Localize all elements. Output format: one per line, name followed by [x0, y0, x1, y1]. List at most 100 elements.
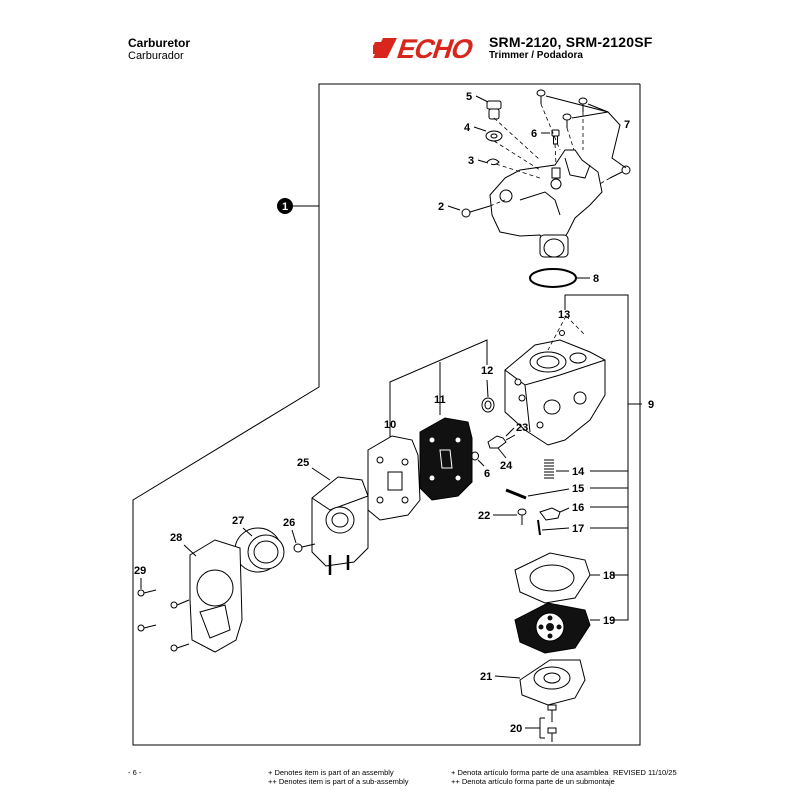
callout-21[interactable]: 21	[480, 671, 521, 683]
svg-text:3: 3	[468, 155, 474, 167]
guide-lines-top	[489, 103, 611, 207]
callout-8[interactable]: 8	[576, 273, 599, 285]
part-6-screw	[551, 129, 560, 145]
footer-page-number: - 6 -	[128, 768, 142, 777]
svg-text:18: 18	[603, 570, 615, 582]
bracket-10-12	[389, 339, 488, 450]
callout-18[interactable]: 18	[590, 570, 615, 582]
part-16-lever	[539, 507, 561, 521]
svg-text:27: 27	[232, 515, 244, 527]
svg-text:17: 17	[572, 523, 584, 535]
page-title: Carburetor	[128, 36, 191, 50]
footer-note-assembly-en: + Denotes item is part of an assembly	[268, 768, 394, 777]
callout-11[interactable]: 11	[434, 394, 446, 406]
part-12-plug	[481, 397, 495, 413]
svg-text:25: 25	[297, 457, 309, 469]
part-19-diaphragm-plate	[535, 612, 565, 642]
svg-text:21: 21	[480, 671, 492, 683]
svg-text:29: 29	[134, 565, 146, 577]
bracket-14-17	[590, 470, 628, 576]
part-29-screws	[137, 589, 190, 652]
part-8-o-ring	[529, 268, 577, 288]
part-18-gasket-hole	[529, 564, 575, 592]
part-6-screw-small	[471, 451, 479, 461]
callout-24[interactable]: 24	[497, 447, 513, 472]
callout-25[interactable]: 25	[297, 457, 331, 481]
svg-text:10: 10	[384, 419, 396, 431]
callout-labels: 2 3 4 5 6 7 8 9 10 11 12 13 14 15 16 17 …	[134, 91, 654, 738]
model-name: SRM-2120, SRM-2120SF	[489, 34, 653, 50]
footer-notes-es: + Denota artículo forma parte de una asa…	[451, 768, 615, 786]
svg-text:5: 5	[466, 91, 472, 103]
callout-7[interactable]: 7	[545, 95, 630, 169]
part-26-fitting	[293, 543, 316, 553]
callout-5[interactable]: 5	[466, 91, 489, 103]
model-subtitle: Trimmer / Podadora	[489, 50, 583, 61]
svg-text:2: 2	[438, 201, 444, 213]
callout-6-lower[interactable]: 6	[477, 459, 490, 480]
callout-27[interactable]: 27	[232, 515, 253, 537]
part-18-gasket	[514, 552, 591, 604]
carburetor-main-body	[504, 339, 606, 446]
carburetor-top-body	[489, 149, 603, 258]
part-10-gasket-holes	[376, 456, 409, 504]
callout-13[interactable]: 13	[558, 309, 570, 321]
callout-20[interactable]: 20	[510, 718, 541, 738]
callout-10[interactable]: 10	[384, 419, 396, 431]
svg-text:9: 9	[648, 399, 654, 411]
callout-6-top[interactable]: 6	[531, 128, 550, 140]
part-7-screws	[536, 89, 631, 179]
callout-23[interactable]: 23	[505, 422, 528, 437]
callout-3[interactable]: 3	[468, 155, 489, 167]
callout-29[interactable]: 29	[134, 565, 146, 589]
footer-note-subassembly-es: ++ Denota artículo forma parte de un sub…	[451, 777, 615, 786]
svg-text:23: 23	[516, 422, 528, 434]
callout-4[interactable]: 4	[464, 122, 487, 134]
callout-9[interactable]: 9	[648, 399, 654, 411]
callout-22[interactable]: 22	[478, 510, 517, 522]
callout-2[interactable]: 2	[438, 201, 461, 213]
part-2-screw	[461, 205, 491, 218]
svg-text:28: 28	[170, 532, 182, 544]
callout-12[interactable]: 12	[481, 365, 493, 398]
footer-note-assembly-es: + Denota artículo forma parte de una asa…	[451, 768, 609, 777]
part-4-washer-hole	[490, 133, 498, 139]
callout-1[interactable]: 1	[277, 198, 319, 214]
callout-16[interactable]: 16	[559, 502, 584, 514]
svg-text:24: 24	[500, 460, 513, 472]
part-20-screws	[540, 704, 557, 742]
svg-text:22: 22	[478, 510, 490, 522]
part-28-primer-plate	[189, 539, 243, 653]
callout-26[interactable]: 26	[283, 517, 297, 544]
part-13-plugs	[547, 315, 586, 351]
callout-28[interactable]: 28	[170, 532, 197, 557]
svg-text:14: 14	[572, 466, 585, 478]
part-25-pump-cover	[311, 476, 369, 575]
svg-text:11: 11	[434, 394, 446, 406]
part-15-pin	[505, 488, 527, 500]
bracket-9	[565, 294, 629, 621]
svg-text:26: 26	[283, 517, 295, 529]
callout-17[interactable]: 17	[541, 523, 584, 535]
header-right: SRM-2120, SRM-2120SF Trimmer / Podadora	[489, 34, 653, 62]
svg-text:1: 1	[282, 201, 288, 213]
svg-text:15: 15	[572, 483, 584, 495]
part-3-clip	[486, 158, 500, 166]
part-21-cover	[519, 659, 586, 706]
callout-15[interactable]: 15	[527, 483, 584, 497]
footer-notes-en: + Denotes item is part of an assembly ++…	[268, 768, 408, 786]
callout-19[interactable]: 19	[590, 615, 615, 627]
svg-text:7: 7	[624, 119, 630, 131]
callout-14[interactable]: 14	[556, 466, 585, 478]
svg-text:16: 16	[572, 502, 584, 514]
header-left: Carburetor Carburador	[128, 36, 190, 63]
part-23-needle	[487, 434, 516, 449]
footer-note-subassembly-en: ++ Denotes item is part of a sub-assembl…	[268, 777, 409, 786]
svg-text:6: 6	[531, 128, 537, 140]
part-27-primer-bulb	[234, 527, 285, 573]
svg-text:19: 19	[603, 615, 615, 627]
page-subtitle: Carburador	[128, 50, 184, 62]
part-10-gasket	[367, 435, 421, 521]
svg-text:4: 4	[464, 122, 471, 134]
